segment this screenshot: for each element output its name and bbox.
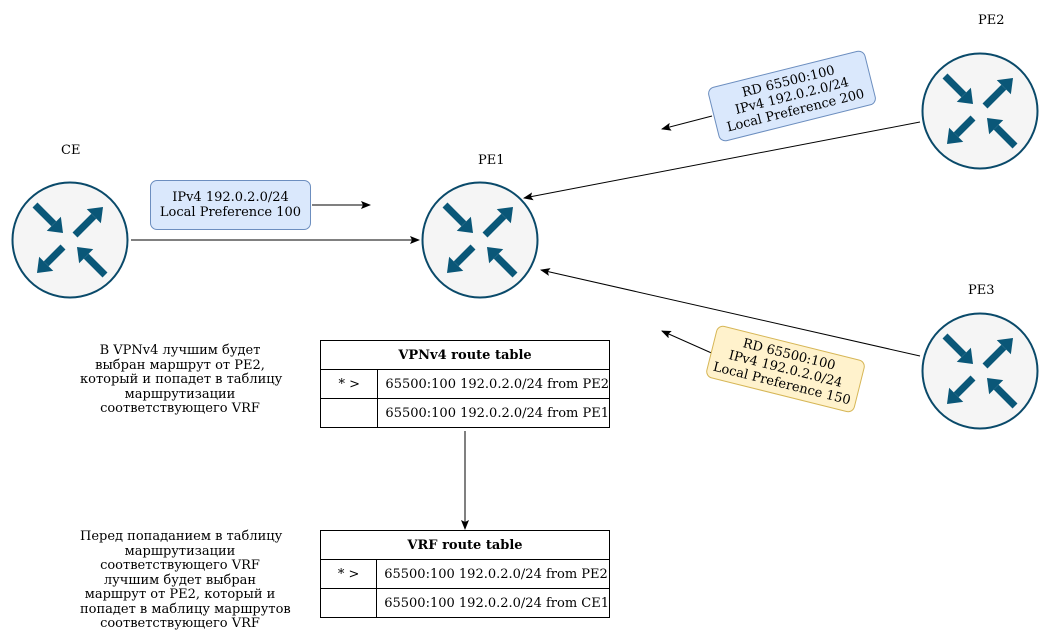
ce-route-prefix: IPv4 192.0.2.0/24 — [172, 190, 289, 205]
vpnv4-explanation-note: В VPNv4 лучшим будет выбран маршрут от P… — [80, 343, 283, 417]
note-line: маршрутизации — [124, 386, 236, 402]
vrf-table-header: VRF route table — [320, 530, 610, 560]
table-row: * > 65500:100 192.0.2.0/24 from PE2 — [319, 559, 610, 589]
route-entry: 65500:100 192.0.2.0/24 from PE2 — [377, 369, 610, 399]
link-pe2-pe1 — [523, 121, 921, 201]
note-line: выбран маршрут от PE2, — [95, 357, 265, 373]
best-route-marker — [319, 398, 379, 428]
router-pe2 — [921, 52, 1039, 170]
note-line: соответствующего VRF — [100, 616, 260, 631]
pe2-route-direction-arrow — [661, 115, 713, 131]
vpnv4-table-header: VPNv4 route table — [320, 340, 610, 370]
note-line: соответствующего VRF — [100, 401, 260, 416]
note-line: лучшим будет выбран — [103, 572, 257, 588]
ce-route-tag: IPv4 192.0.2.0/24 Local Preference 100 — [150, 180, 311, 230]
router-icon — [11, 181, 129, 299]
note-line: соответствующего VRF — [100, 558, 260, 573]
label-pe1: PE1 — [478, 153, 505, 168]
router-pe3 — [921, 312, 1039, 430]
table-row: * > 65500:100 192.0.2.0/24 from PE2 — [319, 369, 610, 399]
router-icon — [921, 52, 1039, 170]
label-ce: CE — [61, 143, 81, 158]
vrf-explanation-note: Перед попаданием в таблицу маршрутизации… — [80, 529, 291, 632]
label-pe3: PE3 — [968, 283, 995, 298]
route-entry: 65500:100 192.0.2.0/24 from CE1 — [376, 588, 610, 618]
best-route-marker — [319, 588, 378, 618]
note-line: который и попадет в таблицу — [80, 372, 283, 387]
vrf-table-title: VRF route table — [320, 530, 610, 560]
router-icon — [421, 181, 539, 299]
ce-route-local-pref: Local Preference 100 — [159, 205, 302, 220]
table-row: 65500:100 192.0.2.0/24 from PE1 — [319, 398, 610, 428]
router-ce — [11, 181, 129, 299]
note-line: маршрут от PE2, который и — [84, 587, 276, 602]
note-line: маршрутизации — [124, 543, 236, 559]
vpnv4-table-title: VPNv4 route table — [320, 340, 610, 370]
table-row: 65500:100 192.0.2.0/24 from CE1 — [319, 588, 610, 618]
pe3-route-direction-arrow — [661, 330, 717, 356]
vrf-route-table: VRF route table * > 65500:100 192.0.2.0/… — [319, 530, 610, 618]
route-entry: 65500:100 192.0.2.0/24 from PE1 — [377, 398, 610, 428]
best-route-marker: * > — [319, 559, 378, 589]
router-pe1 — [421, 181, 539, 299]
router-icon — [921, 312, 1039, 430]
label-pe2: PE2 — [978, 13, 1005, 28]
note-line: Перед попаданием в таблицу — [80, 529, 283, 544]
note-line: попадет в маблицу маршрутов — [80, 601, 291, 617]
best-route-marker: * > — [319, 369, 379, 399]
note-line: В VPNv4 лучшим будет — [99, 343, 261, 358]
route-entry: 65500:100 192.0.2.0/24 from PE2 — [376, 559, 610, 589]
vpnv4-route-table: VPNv4 route table * > 65500:100 192.0.2.… — [319, 340, 610, 428]
link-pe3-pe1 — [540, 268, 921, 357]
